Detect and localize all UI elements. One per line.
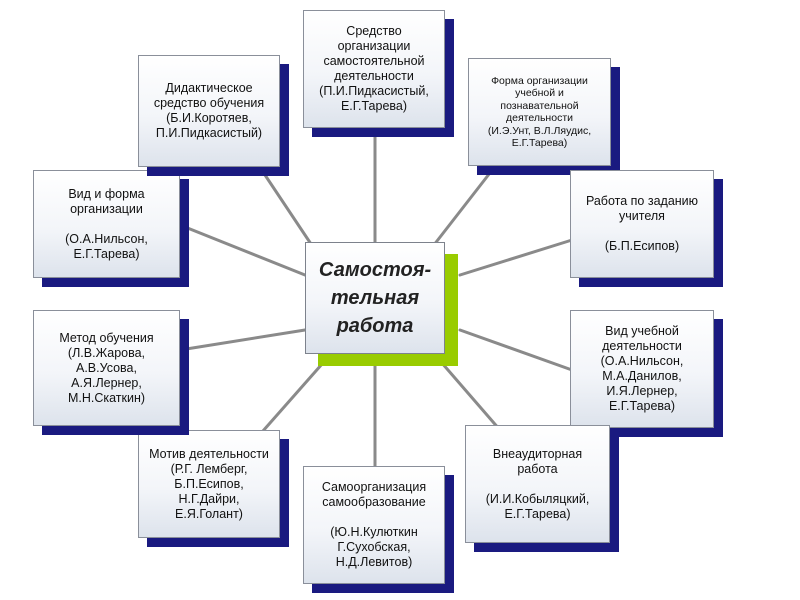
node-means-of-self-org-text: Средство организации самостоятельной дея… — [319, 24, 429, 113]
node-type-of-activity: Вид учебной деятельности (О.А.Нильсон, М… — [570, 310, 723, 437]
node-form-of-org: Форма организации учебной и познавательн… — [468, 58, 620, 175]
node-work-by-teacher: Работа по заданию учителя (Б.П.Есипов) — [570, 170, 723, 287]
connector-form-of-org — [428, 158, 502, 252]
node-motive-text: Мотив деятельности (Р.Г. Лемберг, Б.П.Ес… — [149, 446, 269, 521]
node-means-of-self-org: Средство организации самостоятельной дея… — [303, 10, 454, 137]
center-node-text: Самостоя- тельная работа — [318, 259, 432, 337]
node-type-of-activity-text: Вид учебной деятельности (О.А.Нильсон, М… — [600, 324, 684, 413]
node-teaching-method-text: Метод обучения (Л.В.Жарова, А.В.Усова, А… — [59, 330, 154, 405]
node-didactic-means: Дидактическое средство обучения (Б.И.Кор… — [138, 55, 289, 176]
node-extracurricular-text: Внеаудиторная работа (И.И.Кобыляцкий, Е.… — [485, 446, 590, 521]
node-self-organization-text: Самоорганизация самообразование (Ю.Н.Кул… — [321, 480, 427, 569]
node-teaching-method: Метод обучения (Л.В.Жарова, А.В.Усова, А… — [33, 310, 189, 435]
connector-extracurricular — [433, 353, 502, 432]
connector-work-by-teacher — [458, 238, 574, 277]
node-work-by-teacher-text: Работа по заданию учителя (Б.П.Есипов) — [585, 194, 699, 253]
connector-kind-and-form — [178, 223, 307, 277]
node-extracurricular: Внеаудиторная работа (И.И.Кобыляцкий, Е.… — [465, 425, 619, 552]
connector-type-of-activity — [458, 328, 574, 372]
node-self-organization: Самоорганизация самообразование (Ю.Н.Кул… — [303, 466, 454, 593]
node-motive: Мотив деятельности (Р.Г. Лемберг, Б.П.Ес… — [138, 430, 289, 547]
connector-teaching-method — [178, 328, 307, 352]
node-kind-and-form-text: Вид и форма организации (О.А.Нильсон, Е.… — [65, 186, 148, 261]
node-form-of-org-text: Форма организации учебной и познавательн… — [487, 74, 592, 150]
node-kind-and-form: Вид и форма организации (О.А.Нильсон, Е.… — [33, 170, 189, 287]
center-node: Самостоя- тельная работа — [305, 242, 458, 366]
connector-motive — [253, 353, 332, 442]
node-didactic-means-text: Дидактическое средство обучения (Б.И.Кор… — [153, 81, 265, 140]
